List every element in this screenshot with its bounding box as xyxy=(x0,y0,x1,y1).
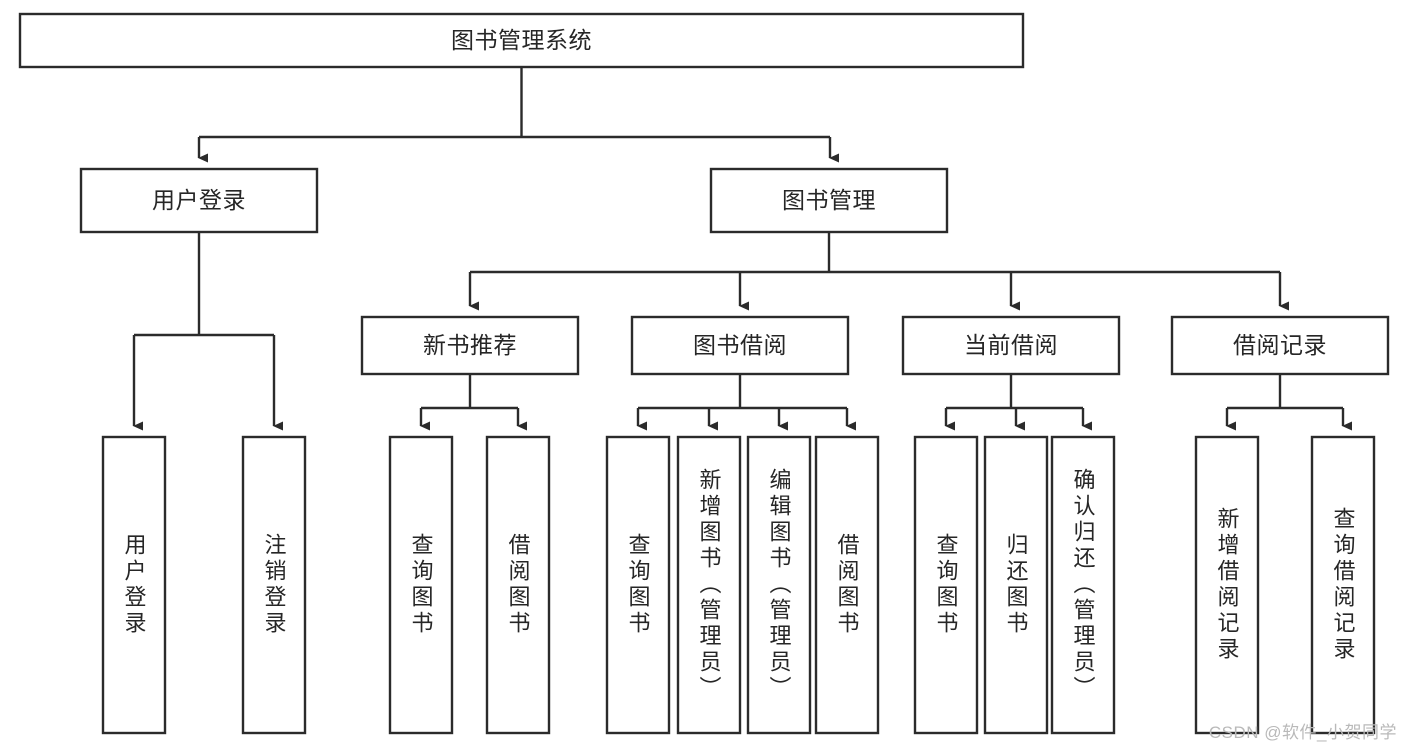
node-box-leaf-query-borrow-record[interactable] xyxy=(1310,435,1376,735)
node-box-leaf-add-book-admin[interactable] xyxy=(676,435,742,735)
node-box-leaf-logout-login[interactable] xyxy=(241,435,307,735)
node-box-leaf-confirm-return-admin[interactable] xyxy=(1050,435,1116,735)
node-box-user-login[interactable] xyxy=(79,167,319,234)
node-box-leaf-add-borrow-record[interactable] xyxy=(1194,435,1260,735)
connector-user-login-to-leaves xyxy=(132,232,283,431)
connector-current-borrow-to-leaves xyxy=(944,374,1092,431)
connector-root-to-level2 xyxy=(197,67,839,163)
node-box-leaf-query-book-current[interactable] xyxy=(913,435,979,735)
node-box-root[interactable] xyxy=(18,12,1025,69)
connector-borrow-record-to-leaves xyxy=(1225,374,1352,431)
node-box-leaf-query-book-recommend[interactable] xyxy=(388,435,454,735)
node-box-leaf-return-book[interactable] xyxy=(983,435,1049,735)
watermark-text: CSDN @软件_小贺同学 xyxy=(1208,723,1397,742)
node-box-leaf-user-login[interactable] xyxy=(101,435,167,735)
node-box-leaf-query-book-borrow[interactable] xyxy=(605,435,671,735)
connector-new-book-recommend-to-leaves xyxy=(419,374,527,431)
node-box-book-management[interactable] xyxy=(709,167,949,234)
node-box-leaf-borrow-book[interactable] xyxy=(814,435,880,735)
node-box-new-book-recommend[interactable] xyxy=(360,315,580,376)
connector-book-borrow-to-leaves xyxy=(636,374,856,431)
node-box-book-borrow[interactable] xyxy=(630,315,850,376)
connector-book-management-to-level3 xyxy=(468,232,1289,311)
node-box-leaf-edit-book-admin[interactable] xyxy=(746,435,812,735)
node-box-leaf-borrow-book-recommend[interactable] xyxy=(485,435,551,735)
node-box-current-borrow[interactable] xyxy=(901,315,1121,376)
node-box-borrow-record[interactable] xyxy=(1170,315,1390,376)
